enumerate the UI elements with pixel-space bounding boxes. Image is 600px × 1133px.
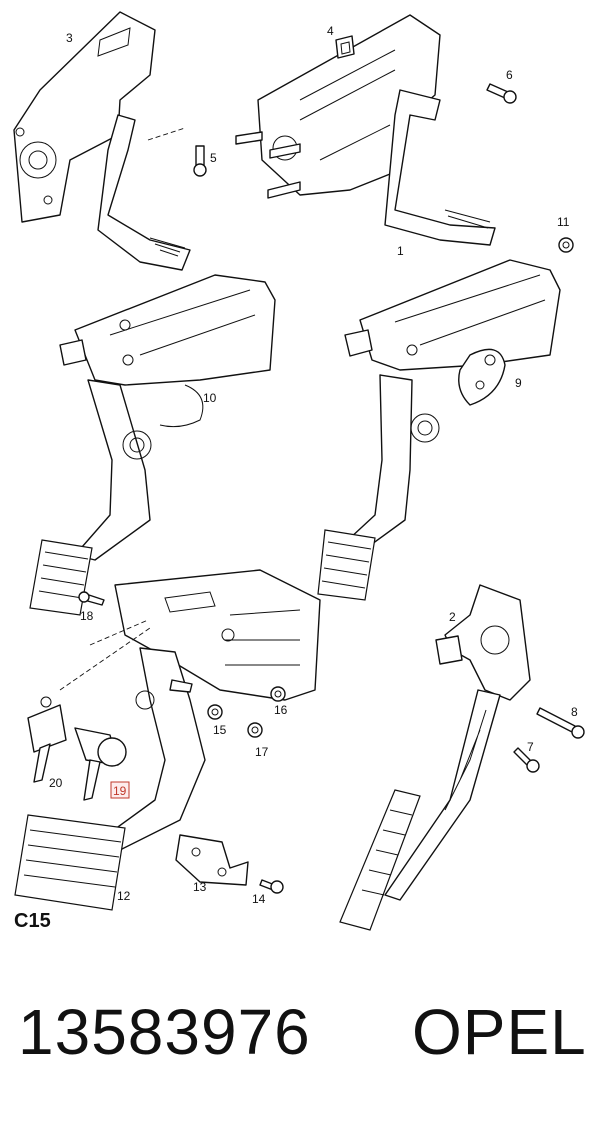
part-3-pedal-bracket	[13, 11, 191, 271]
part-20-switch	[27, 696, 67, 783]
part-1-pedal-bracket	[235, 14, 496, 246]
part-4-clip	[335, 35, 355, 59]
callout-15: 15	[213, 723, 227, 737]
part-9-pedal-assembly	[317, 259, 561, 601]
callout-16: 16	[274, 703, 288, 717]
part-19-switch	[74, 727, 127, 801]
callout-5: 5	[210, 151, 217, 165]
exploded-parts-diagram: 3 5 4 6 1 11 10 9 18 2 16 15 17 8 7 20 1…	[13, 11, 585, 931]
callout-13: 13	[193, 880, 207, 894]
footer: 13583976 OPEL	[0, 995, 600, 1095]
part-number: 13583976	[18, 996, 311, 1068]
callout-2: 2	[449, 610, 456, 624]
callout-10: 10	[203, 391, 217, 405]
callout-12: 12	[117, 889, 131, 903]
part-13-bracket	[175, 834, 249, 886]
callout-19-highlight-box	[110, 781, 130, 799]
part-6-bolt	[486, 83, 517, 104]
part-14-bolt	[259, 879, 284, 894]
callout-19[interactable]: 19	[113, 784, 127, 798]
callout-3: 3	[66, 31, 73, 45]
callout-20: 20	[49, 776, 63, 790]
part-12-pedal-assembly	[14, 569, 321, 911]
part-16-nut	[270, 686, 286, 702]
part-7-bolt	[513, 747, 540, 773]
callout-18: 18	[80, 609, 94, 623]
callout-11: 11	[557, 215, 570, 229]
section-code-label: C15	[14, 910, 51, 932]
callout-6: 6	[506, 68, 513, 82]
callout-7: 7	[527, 740, 534, 754]
callout-8: 8	[571, 705, 578, 719]
callout-4: 4	[327, 24, 334, 38]
part-17-nut	[247, 722, 263, 738]
part-11-nut	[558, 237, 574, 253]
brand-name: OPEL	[412, 996, 587, 1068]
part-15-nut	[207, 704, 223, 720]
part-8-bolt	[536, 707, 585, 739]
callout-17: 17	[255, 745, 269, 759]
part-2-accelerator-pedal	[339, 584, 531, 931]
part-18-bolt	[78, 591, 105, 606]
part-10-pedal-assembly	[29, 274, 276, 616]
callout-1: 1	[397, 244, 404, 258]
callout-14: 14	[252, 892, 266, 906]
callout-9: 9	[515, 376, 522, 390]
part-5-screw	[193, 145, 207, 177]
